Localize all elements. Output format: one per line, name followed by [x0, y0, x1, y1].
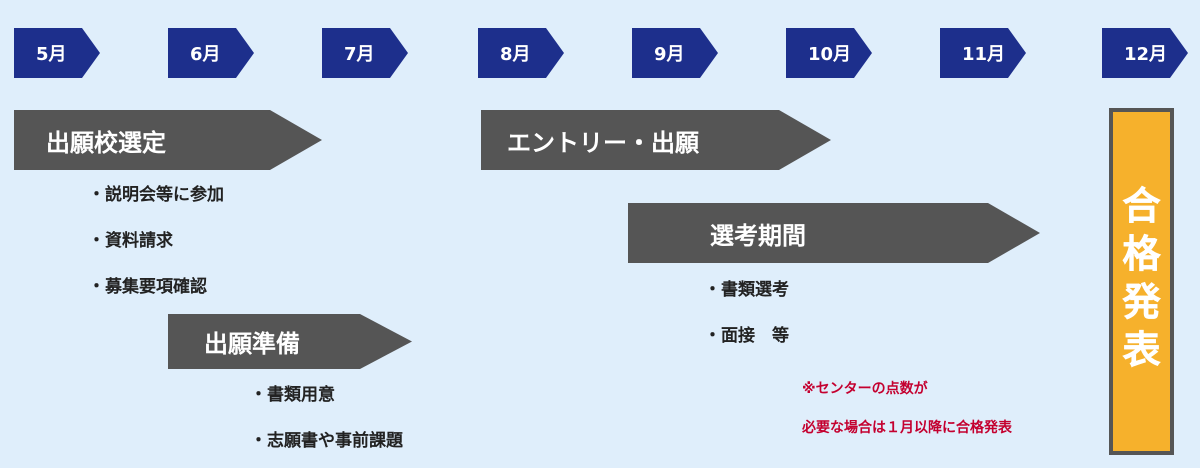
stage-item: ・書類選考: [704, 280, 789, 300]
stage-item: ・説明会等に参加: [88, 185, 224, 205]
result-char: 表: [1122, 328, 1161, 373]
stage-bar-entry: エントリー・出願: [481, 110, 831, 170]
stage-item: ・志願書や事前課題: [250, 431, 403, 451]
month-arrow-november: 11月: [940, 28, 1026, 78]
stage-title-school-selection: 出願校選定: [46, 128, 166, 157]
month-arrow-july: 7月: [322, 28, 408, 78]
month-arrow-june: 6月: [168, 28, 254, 78]
result-announcement-box: 合 格 発 表: [1109, 108, 1174, 455]
stage-item: ・面接 等: [704, 326, 789, 346]
result-char: 合: [1122, 184, 1161, 229]
stage-title-entry: エントリー・出願: [507, 128, 699, 157]
month-arrow-december: 12月: [1102, 28, 1188, 78]
note-line-1: ※センターの点数が: [802, 381, 928, 397]
month-arrow-october: 10月: [786, 28, 872, 78]
stage-bar-preparation: 出願準備: [168, 314, 412, 369]
stage-bar-school-selection: 出願校選定: [14, 110, 322, 170]
stage-bar-selection: 選考期間: [628, 203, 1040, 263]
month-arrow-september: 9月: [632, 28, 718, 78]
month-arrow-august: 8月: [478, 28, 564, 78]
result-char: 発: [1122, 280, 1161, 325]
result-char: 格: [1122, 232, 1161, 277]
month-arrow-may: 5月: [14, 28, 100, 78]
stage-title-preparation: 出願準備: [204, 330, 300, 358]
stage-item: ・募集要項確認: [88, 277, 207, 297]
stage-item: ・資料請求: [88, 231, 173, 251]
stage-item: ・書類用意: [250, 385, 335, 405]
note-line-2: 必要な場合は１月以降に合格発表: [802, 420, 1012, 436]
stage-title-selection: 選考期間: [710, 221, 806, 250]
